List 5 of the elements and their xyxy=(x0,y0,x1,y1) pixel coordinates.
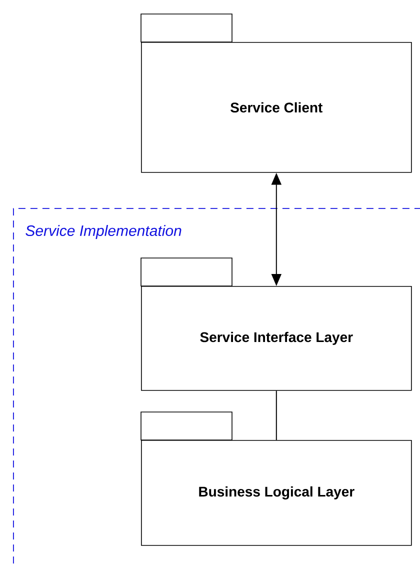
package-box: Service Client xyxy=(140,14,412,173)
package-box: Business Logical Layer xyxy=(140,412,412,546)
connector xyxy=(276,390,277,440)
frame-label: Service Implementation xyxy=(26,225,182,239)
package-box: Service Interface Layer xyxy=(140,258,412,391)
